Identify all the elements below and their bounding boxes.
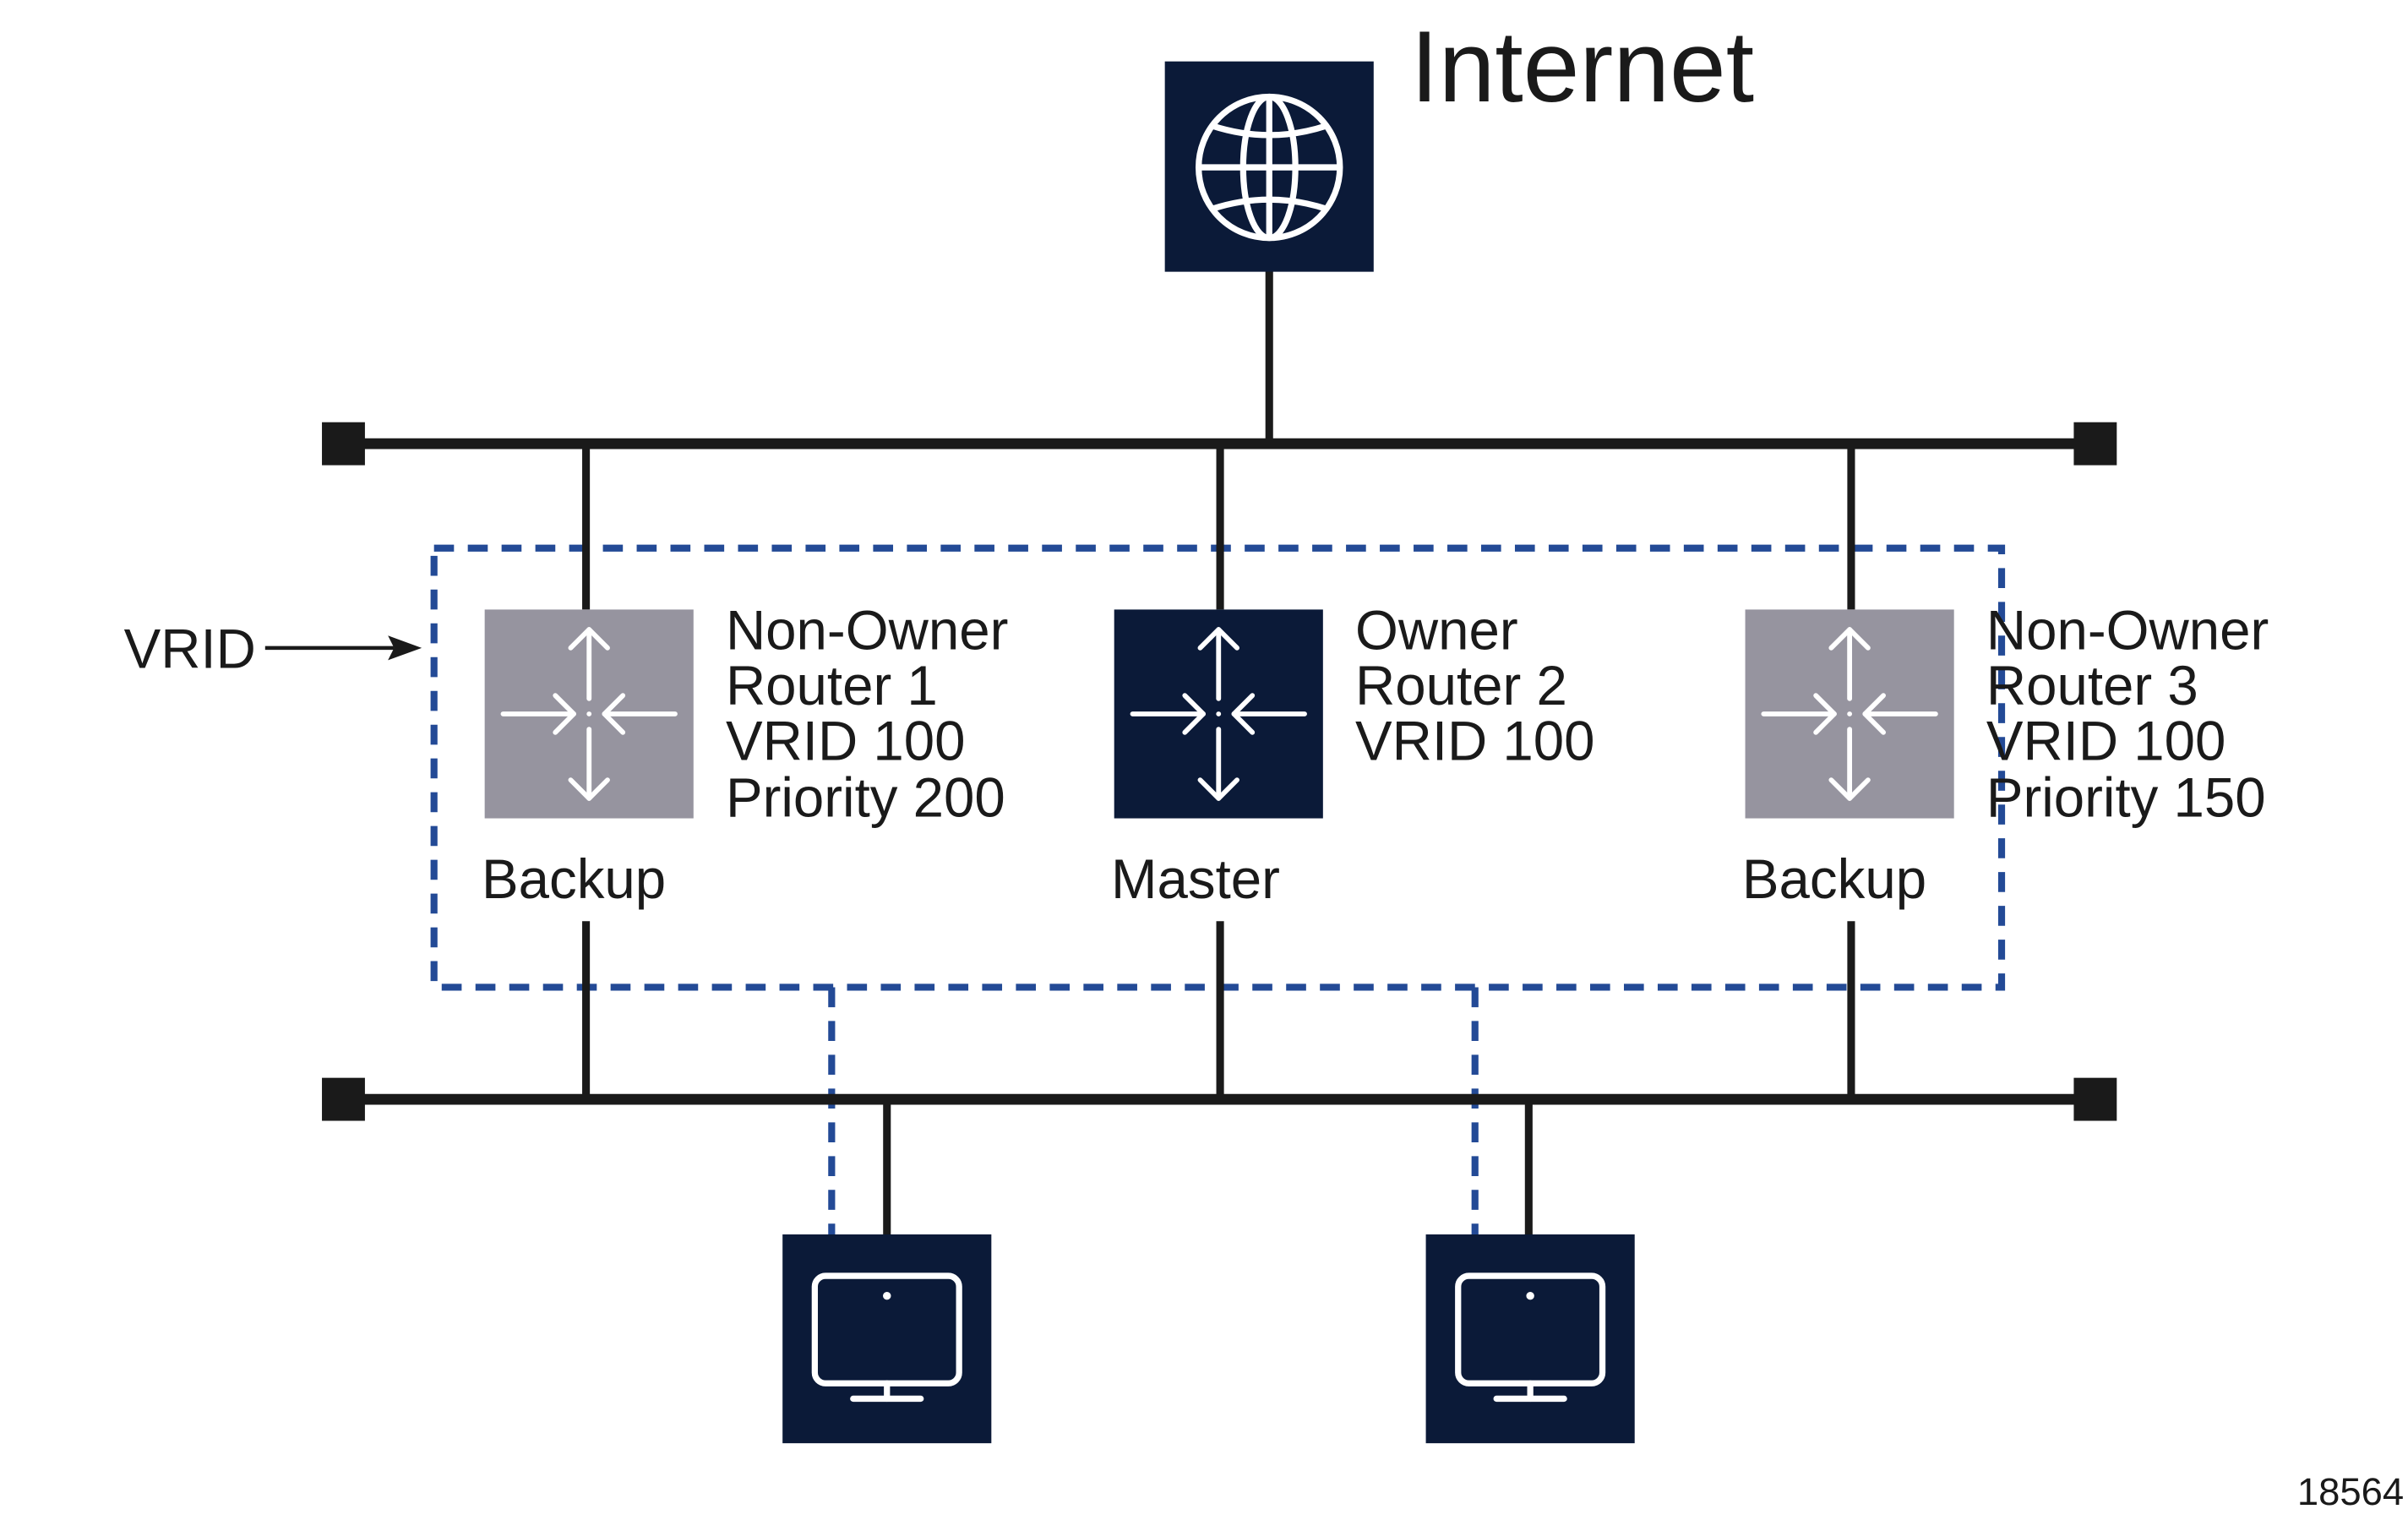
router-3-state: Backup	[1742, 848, 1926, 910]
router-1-node	[484, 609, 694, 819]
internet-node	[1164, 61, 1374, 272]
figure-number: 18564	[2297, 1470, 2404, 1513]
router-2-state: Master	[1111, 848, 1280, 910]
host-1-node	[782, 1234, 992, 1444]
router-3-node	[1745, 609, 1954, 819]
vrid-callout-label: VRID	[124, 618, 256, 679]
vrid-callout-arrow	[264, 635, 422, 661]
lower-bus-terminator-right	[2073, 1077, 2117, 1121]
router-1-info: Non-Owner Router 1 VRID 100 Priority 200	[726, 600, 1024, 829]
router-2-info: Owner Router 2 VRID 100	[1355, 600, 1595, 772]
internet-label: Internet	[1410, 10, 1754, 123]
router-2-node	[1114, 609, 1323, 819]
globe-icon	[1196, 93, 1343, 242]
host-2-node	[1425, 1234, 1635, 1444]
router-1-state: Backup	[482, 848, 666, 910]
upper-bus-terminator-right	[2073, 422, 2117, 466]
upper-bus-terminator-left	[322, 422, 365, 466]
router-3-info: Non-Owner Router 3 VRID 100 Priority 150	[1986, 600, 2285, 829]
lower-bus-terminator-left	[322, 1077, 365, 1121]
